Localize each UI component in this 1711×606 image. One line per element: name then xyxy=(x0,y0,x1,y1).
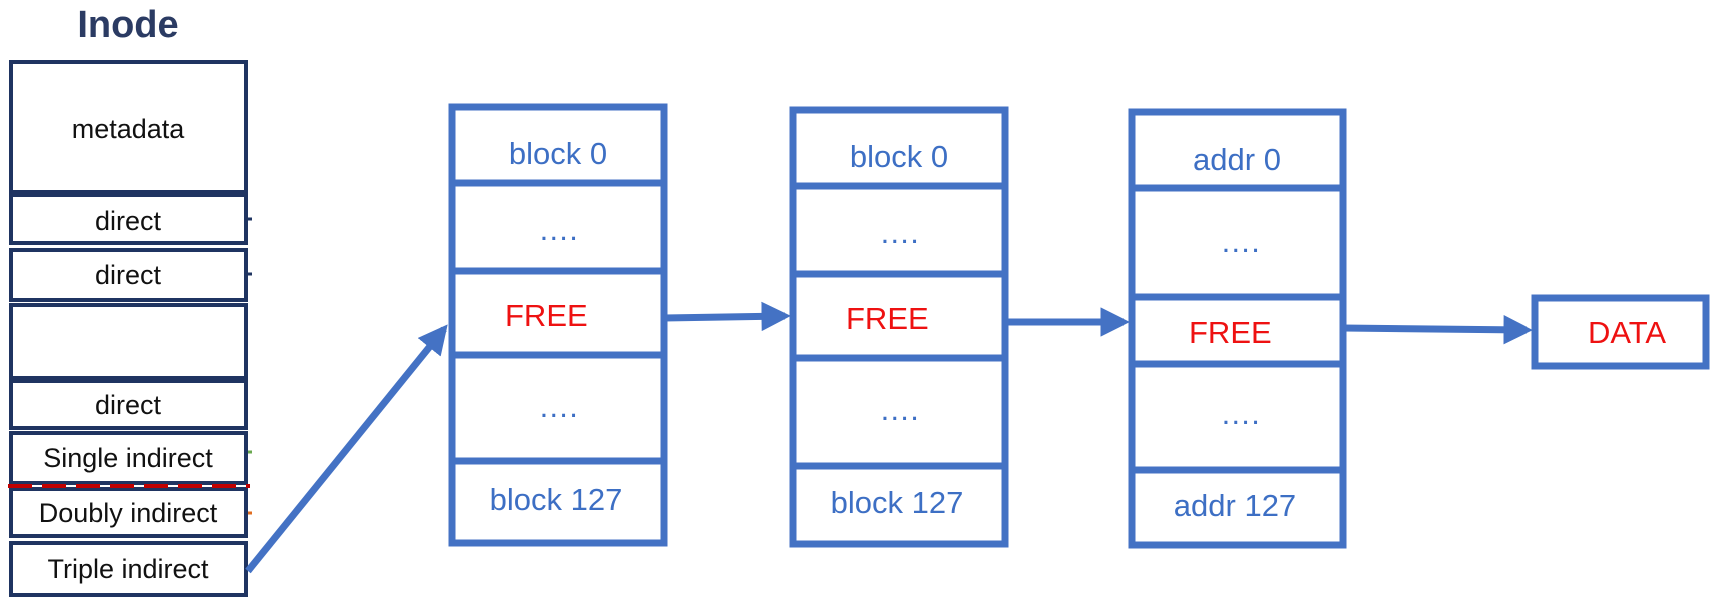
arrow-triple-indirect-to-block-1 xyxy=(245,324,448,574)
block-1-row-last: block 127 xyxy=(490,482,623,517)
inode-row-direct-2 xyxy=(9,248,248,302)
inode-label-triple-indirect: Triple indirect xyxy=(47,554,209,584)
data-label: DATA xyxy=(1588,315,1666,350)
inode-label-direct-2: direct xyxy=(95,260,162,290)
inode-side-ticks xyxy=(248,217,252,515)
block-2-row-first: block 0 xyxy=(850,139,948,174)
block-2-row-last: block 127 xyxy=(831,485,964,520)
address-block-3: addr 0 …. FREE …. addr 127 xyxy=(1128,108,1347,549)
inode-row-direct-1 xyxy=(9,193,248,245)
arrow-block-1-to-block-2 xyxy=(663,301,791,332)
inode-row-direct-3 xyxy=(9,379,248,430)
block-2-row-ellipsis-1: …. xyxy=(879,215,919,250)
block-3-row-free: FREE xyxy=(1189,315,1272,350)
inode-label-single-indirect: Single indirect xyxy=(43,443,213,473)
block-3-row-ellipsis-2: …. xyxy=(1220,396,1260,431)
inode-row-empty xyxy=(9,303,248,380)
block-1-row-ellipsis-1: …. xyxy=(538,212,578,247)
inode-title: Inode xyxy=(77,4,178,46)
block-3-row-first: addr 0 xyxy=(1193,142,1281,177)
block-2-row-free: FREE xyxy=(846,301,929,336)
block-1-row-first: block 0 xyxy=(509,136,607,171)
inode-label-metadata: metadata xyxy=(72,114,186,144)
block-2-row-ellipsis-2: …. xyxy=(879,392,919,427)
data-block: DATA xyxy=(1531,294,1710,370)
block-3-row-ellipsis-1: …. xyxy=(1220,224,1260,259)
block-1-row-free: FREE xyxy=(505,298,588,333)
inode-row-metadata xyxy=(9,60,248,194)
arrow-block-3-to-data xyxy=(1342,315,1533,345)
inode-label-direct-3: direct xyxy=(95,390,162,420)
inode-label-direct-1: direct xyxy=(95,206,162,236)
inode-label-doubly-indirect: Doubly indirect xyxy=(39,498,218,528)
inode-row-doubly-indirect xyxy=(9,487,248,538)
block-1-row-ellipsis-2: …. xyxy=(538,389,578,424)
inode-row-single-indirect xyxy=(9,431,248,485)
indirect-block-1: block 0 …. FREE …. block 127 xyxy=(448,103,668,547)
indirect-block-2: block 0 …. FREE …. block 127 xyxy=(789,106,1009,548)
block-3-row-last: addr 127 xyxy=(1174,488,1296,523)
